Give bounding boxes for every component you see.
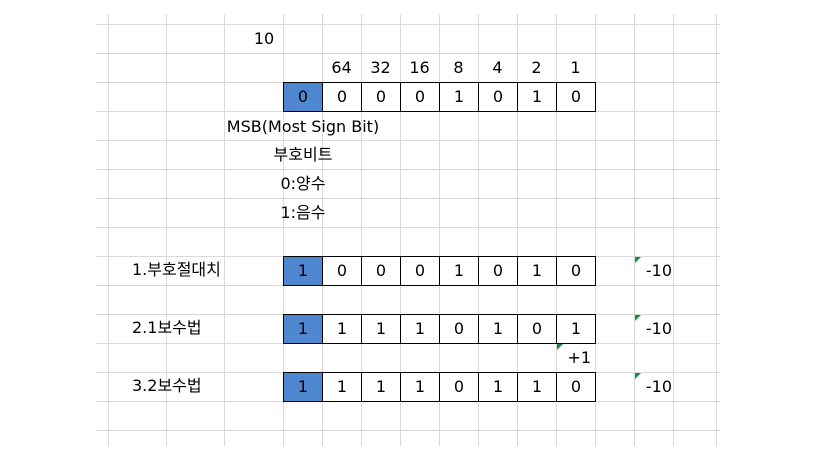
bit-cell[interactable]: 1 (361, 314, 401, 344)
comment-marker-icon[interactable] (635, 257, 641, 263)
bit-cell[interactable]: 0 (556, 256, 596, 286)
weight-header: 8 (453, 58, 464, 77)
weight-header: 32 (370, 58, 391, 77)
result-value: -10 (645, 261, 672, 280)
comment-marker-icon[interactable] (635, 373, 641, 379)
bit-cell[interactable]: 0 (400, 256, 440, 286)
bit-cell[interactable]: 1 (439, 256, 479, 286)
bit-cell[interactable]: 1 (517, 372, 557, 402)
plus-one-annotation: +1 (567, 348, 591, 367)
negative-note: 1:음수 (280, 203, 326, 222)
bit-cell[interactable]: 0 (439, 314, 479, 344)
bit-cell[interactable]: 0 (556, 82, 596, 112)
bit-cell[interactable]: 1 (517, 82, 557, 112)
bit-cell[interactable]: 1 (322, 372, 362, 402)
bit-cell[interactable]: 1 (322, 314, 362, 344)
bit-cell[interactable]: 1 (478, 314, 518, 344)
bit-cell[interactable]: 1 (517, 256, 557, 286)
bit-cell[interactable]: 1 (556, 314, 596, 344)
sign-bit-note: 부호비트 (273, 145, 333, 164)
bit-cell-sign[interactable]: 1 (283, 314, 323, 344)
bit-cell[interactable]: 0 (361, 82, 401, 112)
row-label-ones-complement: 2.1보수법 (132, 318, 202, 337)
positive-note: 0:양수 (280, 174, 326, 193)
bit-cell[interactable]: 0 (361, 256, 401, 286)
bit-cell[interactable]: 1 (400, 372, 440, 402)
weight-header: 1 (570, 58, 581, 77)
bit-cell[interactable]: 0 (517, 314, 557, 344)
comment-marker-icon[interactable] (557, 344, 563, 350)
bit-cell[interactable]: 1 (439, 82, 479, 112)
bit-cell[interactable]: 0 (400, 82, 440, 112)
decimal-value-label: 10 (253, 29, 275, 48)
bit-cell[interactable]: 1 (361, 372, 401, 402)
result-value: -10 (645, 319, 672, 338)
bit-cell-sign[interactable]: 1 (283, 256, 323, 286)
comment-marker-icon[interactable] (635, 315, 641, 321)
weight-header: 2 (531, 58, 542, 77)
weight-header: 4 (492, 58, 503, 77)
result-value: -10 (645, 377, 672, 396)
bit-cell[interactable]: 1 (478, 372, 518, 402)
bit-cell[interactable]: 0 (556, 372, 596, 402)
bit-cell-sign[interactable]: 1 (283, 372, 323, 402)
msb-note: MSB(Most Sign Bit) (226, 117, 380, 136)
bit-cell[interactable]: 0 (478, 256, 518, 286)
row-label-twos-complement: 3.2보수법 (132, 376, 202, 395)
weight-header: 64 (331, 58, 352, 77)
bit-cell[interactable]: 0 (478, 82, 518, 112)
bit-cell[interactable]: 0 (439, 372, 479, 402)
bit-cell[interactable]: 0 (322, 256, 362, 286)
bit-cell[interactable]: 0 (322, 82, 362, 112)
weight-header: 16 (409, 58, 430, 77)
row-label-sign-magnitude: 1.부호절대치 (132, 260, 221, 279)
bit-cell[interactable]: 1 (400, 314, 440, 344)
bit-cell-sign[interactable]: 0 (283, 82, 323, 112)
